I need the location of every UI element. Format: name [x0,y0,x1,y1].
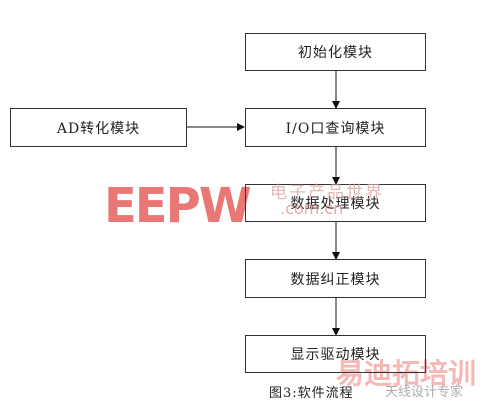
box-correct-module: 数据纠正模块 [245,259,426,298]
box-display-label: 显示驱动模块 [290,347,381,363]
box-io-module: I/O口查询模块 [245,108,426,147]
box-correct-label: 数据纠正模块 [290,271,381,288]
watermark-eepw-logo: EEPW [104,178,252,234]
box-ad-label: AD转化模块 [56,120,141,137]
figure-caption: 图3:软件流程 [269,386,354,401]
watermark-expert: 天线设计专家 [385,385,464,400]
box-init-module: 初始化模块 [245,33,426,71]
box-display-module: 显示驱动模块 [245,335,426,373]
box-io-label: I/O口查询模块 [285,120,386,137]
box-init-label: 初始化模块 [298,45,373,61]
box-ad-module: AD转化模块 [10,108,187,147]
watermark-training: 易迪拓培训 [336,357,477,390]
watermark-domain: .com.cn [280,199,344,218]
box-process-label: 数据处理模块 [290,196,381,212]
watermark-slogan: 电子产品世界 [270,183,384,203]
